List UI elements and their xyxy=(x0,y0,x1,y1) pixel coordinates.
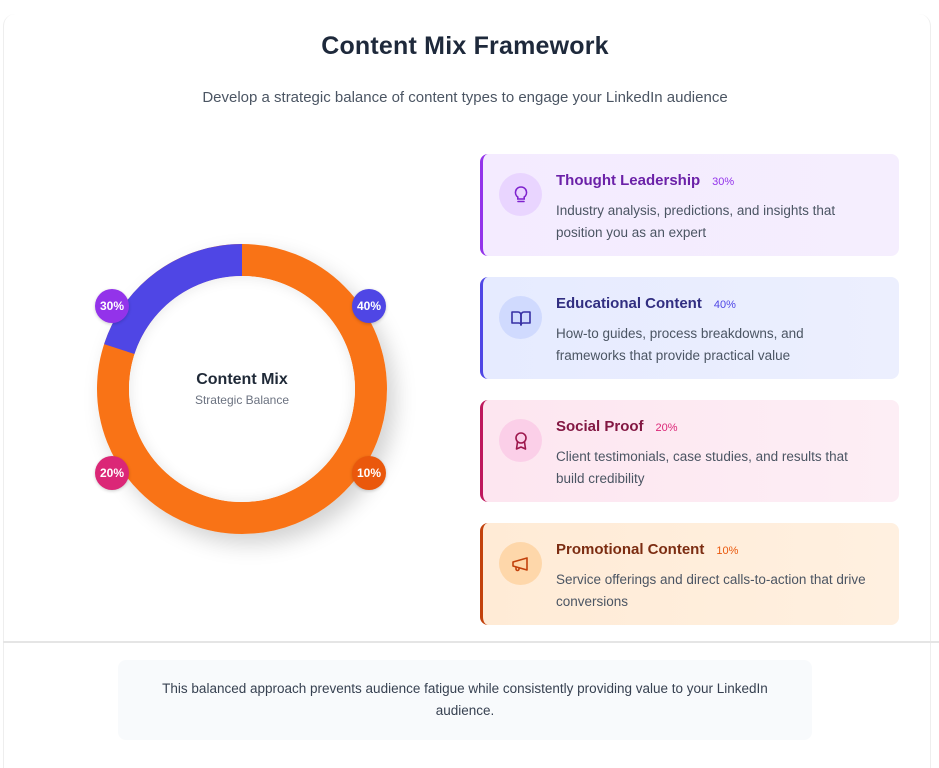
footer-text: This balanced approach prevents audience… xyxy=(162,681,768,718)
donut-ring xyxy=(97,244,387,534)
card-social-proof: Social Proof 20% Client testimonials, ca… xyxy=(480,400,899,502)
card-thought-leadership: Thought Leadership 30% Industry analysis… xyxy=(480,154,899,256)
card-title: Thought Leadership xyxy=(556,172,701,189)
card-percent: 30% xyxy=(712,176,735,188)
card-description: How-to guides, process breakdowns, and f… xyxy=(556,326,804,363)
lightbulb-icon xyxy=(499,173,542,216)
award-ribbon-icon xyxy=(499,419,542,462)
donut-center-title: Content Mix xyxy=(196,371,288,388)
page-subtitle: Develop a strategic balance of content t… xyxy=(202,89,728,106)
badge-thought-leadership-percent: 30% xyxy=(95,289,129,323)
card-description: Client testimonials, case studies, and r… xyxy=(556,449,848,486)
card-description: Industry analysis, predictions, and insi… xyxy=(556,203,836,240)
card-promotional-content: Promotional Content 10% Service offering… xyxy=(480,523,899,625)
footer-note: This balanced approach prevents audience… xyxy=(118,660,812,740)
card-educational-content: Educational Content 40% How-to guides, p… xyxy=(480,277,899,379)
content-mix-donut-chart: Content Mix Strategic Balance xyxy=(97,244,387,534)
badge-social-proof-percent: 20% xyxy=(95,456,129,490)
card-title: Educational Content xyxy=(556,295,702,312)
badge-educational-percent: 40% xyxy=(352,289,386,323)
megaphone-icon xyxy=(499,542,542,585)
donut-center: Content Mix Strategic Balance xyxy=(129,276,355,502)
card-percent: 10% xyxy=(716,545,739,557)
badge-promotional-percent: 10% xyxy=(352,456,386,490)
section-divider xyxy=(3,641,939,643)
page-title: Content Mix Framework xyxy=(321,32,609,60)
card-description: Service offerings and direct calls-to-ac… xyxy=(556,572,866,609)
donut-segment-blue xyxy=(104,244,243,355)
card-title: Promotional Content xyxy=(556,541,705,558)
page-frame xyxy=(3,14,931,768)
donut-center-subtitle: Strategic Balance xyxy=(194,393,290,407)
card-title: Social Proof xyxy=(556,418,644,435)
card-percent: 20% xyxy=(655,422,678,434)
card-percent: 40% xyxy=(713,299,736,311)
book-open-icon xyxy=(499,296,542,339)
